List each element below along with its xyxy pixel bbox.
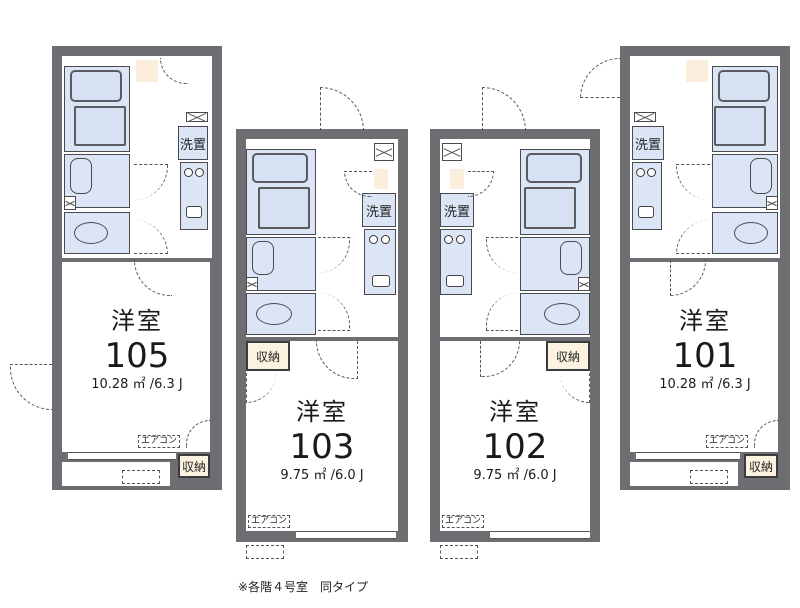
unit-101: 洗置 洋室 101 10.28 ㎡ /6.3 J エアコン 収納	[580, 46, 790, 490]
room-number: 103	[289, 427, 355, 467]
balcony	[62, 462, 170, 486]
toilet-icon	[544, 303, 580, 325]
room-label: 洋室 105 10.28 ㎡ /6.3 J	[62, 306, 212, 394]
sink-faucet-icon	[638, 206, 654, 218]
unit-102: 洗置 収納 洋室 102 9.75 ㎡ /6.0 J エアコン	[430, 87, 600, 559]
shower-area	[714, 106, 766, 146]
bathtub	[70, 70, 122, 102]
outdoor-unit	[690, 470, 728, 484]
air-conditioner: エアコン	[442, 515, 485, 528]
room-type: 洋室	[489, 398, 541, 426]
outdoor-unit	[246, 545, 284, 559]
outdoor-unit	[122, 470, 160, 484]
balcony-window	[296, 531, 396, 539]
storage-closet: 収納	[744, 454, 778, 478]
washbasin-icon	[252, 241, 274, 275]
unit-105: 洗置 洋室 105 10.28 ㎡ /6.3 J エアコン 収納	[10, 46, 222, 490]
washing-machine-space: 洗置	[178, 126, 208, 160]
balcony-window	[68, 452, 176, 460]
entrance-floor	[374, 169, 388, 189]
outdoor-unit	[440, 545, 478, 559]
bathtub	[526, 153, 582, 183]
vent-icon	[64, 196, 76, 210]
stove-burner-icon	[444, 235, 453, 244]
washing-machine-space: 洗置	[632, 126, 664, 160]
storage-closet: 収納	[178, 454, 210, 478]
stove-burner-icon	[184, 168, 193, 177]
stove-burner-icon	[456, 235, 465, 244]
shoe-box	[442, 143, 462, 161]
room-floor	[440, 341, 590, 531]
air-conditioner: エアコン	[138, 435, 181, 448]
washbasin-icon	[70, 158, 92, 194]
side-door-swing	[10, 364, 52, 410]
room-label: 洋室 101 10.28 ㎡ /6.3 J	[630, 306, 780, 394]
shoe-box	[374, 143, 394, 161]
storage-closet: 収納	[546, 341, 590, 371]
room-label: 洋室 102 9.75 ㎡ /6.0 J	[440, 397, 590, 485]
washbasin-icon	[560, 241, 582, 275]
balcony-window	[636, 452, 740, 460]
kitchen-counter	[632, 162, 662, 230]
toilet-icon	[74, 222, 108, 244]
shower-area	[258, 187, 310, 229]
vent-icon	[246, 277, 258, 291]
shower-area	[524, 187, 576, 229]
stove-burner-icon	[636, 168, 645, 177]
entrance-floor	[686, 60, 708, 82]
unit-103: 洗置 収納 洋室 103 9.75 ㎡ /6.0 J エアコン	[236, 87, 408, 559]
room-type: 洋室	[679, 307, 731, 335]
vent-icon	[766, 196, 778, 210]
bathtub	[252, 153, 308, 183]
sink-faucet-icon	[372, 275, 390, 287]
entrance-floor	[450, 169, 464, 189]
stove-burner-icon	[381, 235, 390, 244]
room-label: 洋室 103 9.75 ㎡ /6.0 J	[246, 397, 398, 485]
room-area: 10.28 ㎡ /6.3 J	[91, 377, 183, 392]
room-number: 102	[482, 427, 548, 467]
shoe-box	[186, 112, 208, 122]
storage-closet: 収納	[246, 341, 290, 371]
stove-burner-icon	[195, 168, 204, 177]
stove-burner-icon	[369, 235, 378, 244]
room-number: 105	[104, 336, 170, 376]
entrance-floor	[136, 60, 158, 82]
entry-door-swing	[580, 58, 620, 98]
air-conditioner: エアコン	[248, 515, 291, 528]
washing-machine-space: 洗置	[440, 193, 474, 227]
footnote: ※各階４号室 同タイプ	[238, 580, 369, 594]
stove-burner-icon	[647, 168, 656, 177]
washbasin-icon	[750, 158, 772, 194]
air-conditioner: エアコン	[706, 435, 749, 448]
sink-faucet-icon	[186, 206, 202, 218]
balcony-window	[490, 531, 590, 539]
toilet-icon	[734, 222, 768, 244]
room-area: 9.75 ㎡ /6.0 J	[473, 468, 557, 483]
room-floor	[246, 341, 398, 531]
room-number: 101	[672, 336, 738, 376]
room-type: 洋室	[111, 307, 163, 335]
shoe-box	[634, 112, 656, 122]
vent-icon	[578, 277, 590, 291]
toilet-icon	[256, 303, 292, 325]
sink-faucet-icon	[446, 275, 464, 287]
entry-door-swing	[320, 87, 364, 131]
bathtub	[718, 70, 770, 102]
washing-machine-space: 洗置	[362, 193, 396, 227]
room-area: 9.75 ㎡ /6.0 J	[280, 468, 364, 483]
room-floor	[62, 262, 210, 452]
room-type: 洋室	[296, 398, 348, 426]
shower-area	[74, 106, 126, 146]
room-area: 10.28 ㎡ /6.3 J	[659, 377, 751, 392]
room-floor	[630, 262, 778, 452]
entry-door-swing	[482, 87, 526, 131]
balcony	[630, 462, 738, 486]
